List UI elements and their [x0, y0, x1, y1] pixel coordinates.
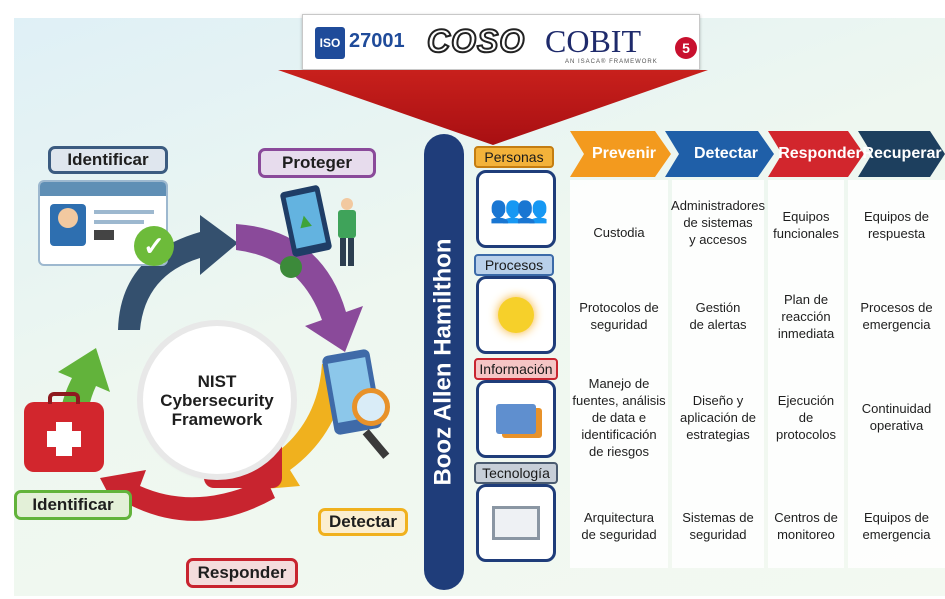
cobit-version-badge: 5 [675, 37, 697, 59]
column-detectar [672, 180, 764, 568]
cell-personas-prevenir: Custodia [593, 224, 645, 240]
center-title-line2: Cybersecurity [160, 390, 274, 410]
cell-tecnologia-detectar: Sistemas de seguridad [682, 510, 754, 542]
cell-informacion-responder: Ejecución de protocolos [776, 392, 836, 442]
people-group-icon: 👥👥 [489, 193, 549, 224]
category-informacion: Información [474, 358, 558, 380]
cell-tecnologia-responder: Centros de monitoreo [774, 510, 838, 542]
cobit-logo: COBIT [545, 23, 641, 59]
funnel-arrow [278, 70, 708, 145]
documents-icon [496, 404, 536, 434]
cobit-subtitle: AN ISACA® FRAMEWORK [565, 59, 658, 65]
iso-number: 27001 [349, 30, 405, 52]
nist-center-circle: NIST Cybersecurity Framework [143, 326, 291, 474]
cell-procesos-prevenir: Protocolos de seguridad [579, 300, 659, 332]
column-recuperar [848, 180, 945, 568]
phase-detectar: Detectar [693, 145, 759, 162]
category-tecnologia: Tecnología [474, 462, 558, 484]
coso-logo: COSO [426, 22, 526, 60]
magnifier-lens-icon [352, 388, 390, 426]
cell-informacion-recuperar: Continuidad operativa [861, 401, 932, 433]
shrub-icon [280, 256, 302, 278]
cell-informacion-prevenir: Manejo de fuentes, análisis de data e id… [572, 375, 666, 459]
id-card-icon [38, 180, 168, 266]
phase-prevenir: Prevenir [591, 145, 657, 162]
phase-recuperar: Recuperar [862, 145, 942, 162]
tile-personas: 👥👥 [476, 170, 556, 248]
cell-informacion-detectar: Diseño y aplicación de estrategias [680, 392, 756, 442]
phase-arrows [570, 131, 945, 177]
label-detectar: Detectar [318, 508, 408, 536]
cell-personas-responder: Equipos funcionales [773, 209, 839, 241]
iso-logo-text: ISO [319, 36, 341, 50]
cell-procesos-detectar: Gestión de alertas [689, 300, 747, 332]
cell-personas-detectar: Administradores de sistemas y accesos [671, 197, 765, 247]
cell-procesos-recuperar: Procesos de emergencia [860, 300, 933, 332]
cell-procesos-responder: Plan de reacción inmediata [777, 291, 835, 341]
vertical-title-text: Booz Allen Hamilthon [430, 238, 458, 486]
lightbulb-icon [498, 297, 534, 333]
phase-responder: Responder [778, 145, 862, 162]
guard-person-icon [338, 198, 356, 266]
monitor-icon [492, 506, 540, 540]
tile-informacion [476, 380, 556, 458]
cobit-version-text: 5 [682, 40, 690, 56]
cell-tecnologia-prevenir: Arquitectura de seguridad [581, 510, 657, 542]
cell-personas-recuperar: Equipos de respuesta [863, 209, 930, 241]
tile-procesos [476, 276, 556, 354]
tile-tecnologia [476, 484, 556, 562]
vertical-title-bar: Booz Allen Hamilthon [424, 134, 464, 590]
column-responder [768, 180, 844, 568]
iso-logo: ISO [315, 27, 345, 59]
category-personas: Personas [474, 146, 554, 168]
cell-tecnologia-recuperar: Equipos de emergencia [862, 510, 931, 542]
label-identificar-top: Identificar [48, 146, 168, 174]
center-title-line1: NIST [197, 371, 237, 391]
center-title-line3: Framework [171, 409, 263, 429]
label-identificar-bottom: Identificar [14, 490, 132, 520]
column-prevenir [570, 180, 668, 568]
label-proteger: Proteger [258, 148, 376, 178]
frameworks-banner: ISO 27001 COSO COBIT 5 AN ISACA® FRAMEWO… [302, 14, 700, 70]
category-procesos: Procesos [474, 254, 554, 276]
first-aid-kit-icon [24, 392, 104, 472]
label-responder: Responder [186, 558, 298, 588]
checkmark-icon: ✓ [134, 226, 174, 266]
